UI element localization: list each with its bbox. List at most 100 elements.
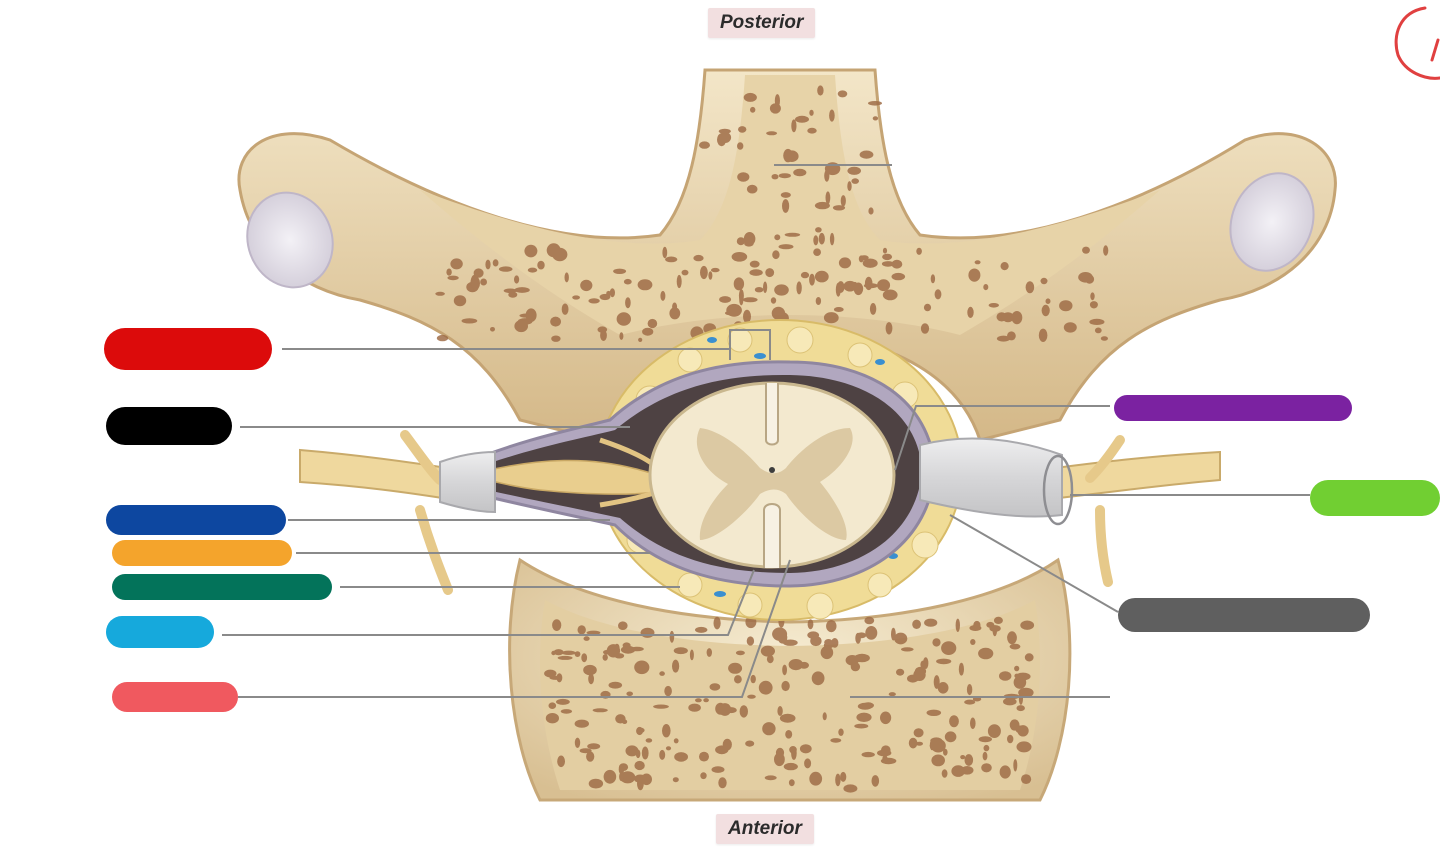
spongy-hole [851, 178, 859, 184]
spongy-hole [736, 237, 746, 246]
spongy-hole [743, 92, 757, 102]
spongy-hole [711, 766, 725, 773]
spongy-hole [561, 303, 569, 315]
spongy-hole [719, 296, 732, 303]
spongy-hole [941, 769, 948, 778]
spongy-hole [641, 746, 649, 760]
spongy-hole [586, 751, 595, 762]
spongy-hole [674, 752, 688, 762]
label-marker-gray[interactable] [1118, 598, 1370, 632]
spongy-hole [782, 664, 787, 676]
label-marker-pink[interactable] [112, 682, 238, 712]
label-marker-green[interactable] [112, 574, 332, 600]
spongy-hole [625, 745, 639, 757]
label-marker-blue[interactable] [106, 505, 286, 535]
spongy-hole [863, 283, 878, 289]
spongy-hole [713, 616, 721, 630]
spongy-hole [1011, 311, 1023, 325]
spongy-hole [840, 195, 846, 207]
spongy-hole [951, 765, 965, 777]
spongy-hole [891, 272, 906, 281]
spongy-hole [856, 632, 867, 639]
spongy-hole [930, 274, 936, 284]
spongy-hole [809, 273, 815, 286]
spongy-hole [446, 268, 452, 276]
spongy-hole [746, 636, 755, 646]
spongy-hole [978, 736, 992, 743]
spongy-hole [514, 275, 520, 284]
spongy-hole [958, 662, 965, 676]
spongy-hole [608, 681, 623, 689]
spongy-hole [826, 620, 837, 633]
spongy-hole [626, 691, 633, 697]
spongy-hole [999, 765, 1011, 779]
spongy-hole [978, 647, 994, 660]
label-marker-cyan[interactable] [106, 616, 214, 648]
spongy-hole [580, 279, 593, 292]
spongy-hole [1007, 331, 1016, 341]
spongy-hole [619, 332, 624, 340]
spongy-hole [537, 260, 545, 270]
label-marker-red[interactable] [104, 328, 272, 370]
spongy-hole [750, 106, 756, 113]
spongy-hole [620, 645, 636, 654]
spongy-hole [587, 743, 601, 750]
spongy-hole [758, 680, 773, 695]
spongy-hole [600, 329, 607, 341]
spongy-hole [642, 327, 654, 336]
right-nerve-ring [1042, 454, 1074, 526]
label-marker-purple[interactable] [1114, 395, 1352, 421]
label-marker-lime[interactable] [1310, 480, 1440, 516]
spongy-hole [778, 244, 794, 250]
spongy-hole [735, 650, 745, 656]
spongy-hole [814, 270, 829, 283]
spongy-hole [602, 654, 608, 661]
spongy-hole [695, 626, 708, 633]
spongy-hole [881, 261, 895, 267]
label-marker-orange[interactable] [112, 540, 292, 566]
spongy-hole [572, 295, 580, 300]
spongy-hole [659, 671, 665, 676]
spongy-hole [966, 684, 973, 696]
spongy-hole [988, 303, 999, 308]
spongy-hole [613, 268, 627, 274]
spongy-hole [645, 738, 653, 743]
spongy-hole [546, 243, 561, 258]
spongy-hole [1003, 697, 1017, 706]
spongy-hole [1015, 672, 1031, 681]
spongy-hole [983, 284, 989, 291]
spongy-hole [970, 639, 976, 645]
spongy-hole [923, 303, 932, 312]
spongy-hole [774, 284, 789, 296]
spongy-hole [770, 297, 777, 304]
spongy-hole [1089, 318, 1105, 325]
spongy-hole [485, 259, 491, 270]
gray-matter [696, 428, 853, 540]
spongy-hole [913, 728, 924, 738]
spongy-hole [843, 784, 858, 793]
spongy-hole [934, 289, 942, 300]
spongy-hole [689, 649, 694, 661]
spongy-hole [693, 254, 704, 262]
spongy-hole [791, 119, 797, 133]
posterior-label: Posterior [708, 8, 816, 38]
spongy-hole [746, 184, 758, 194]
spongy-hole [749, 269, 763, 276]
spongy-hole [673, 647, 688, 655]
spongy-hole [856, 712, 872, 722]
spongy-hole [882, 289, 898, 301]
spongy-hole [960, 755, 966, 760]
spongy-hole [700, 265, 708, 280]
spongy-hole [774, 234, 781, 241]
spongy-hole [825, 191, 831, 205]
spongy-hole [586, 630, 601, 635]
spongy-hole [1018, 692, 1024, 705]
spongy-hole [647, 318, 658, 329]
spongy-hole [799, 744, 812, 754]
spongy-hole [695, 698, 702, 703]
spongy-hole [556, 673, 563, 683]
spongy-hole [987, 724, 1001, 738]
spongy-hole [817, 85, 824, 96]
spongy-hole [799, 661, 809, 669]
label-marker-black[interactable] [106, 407, 232, 445]
